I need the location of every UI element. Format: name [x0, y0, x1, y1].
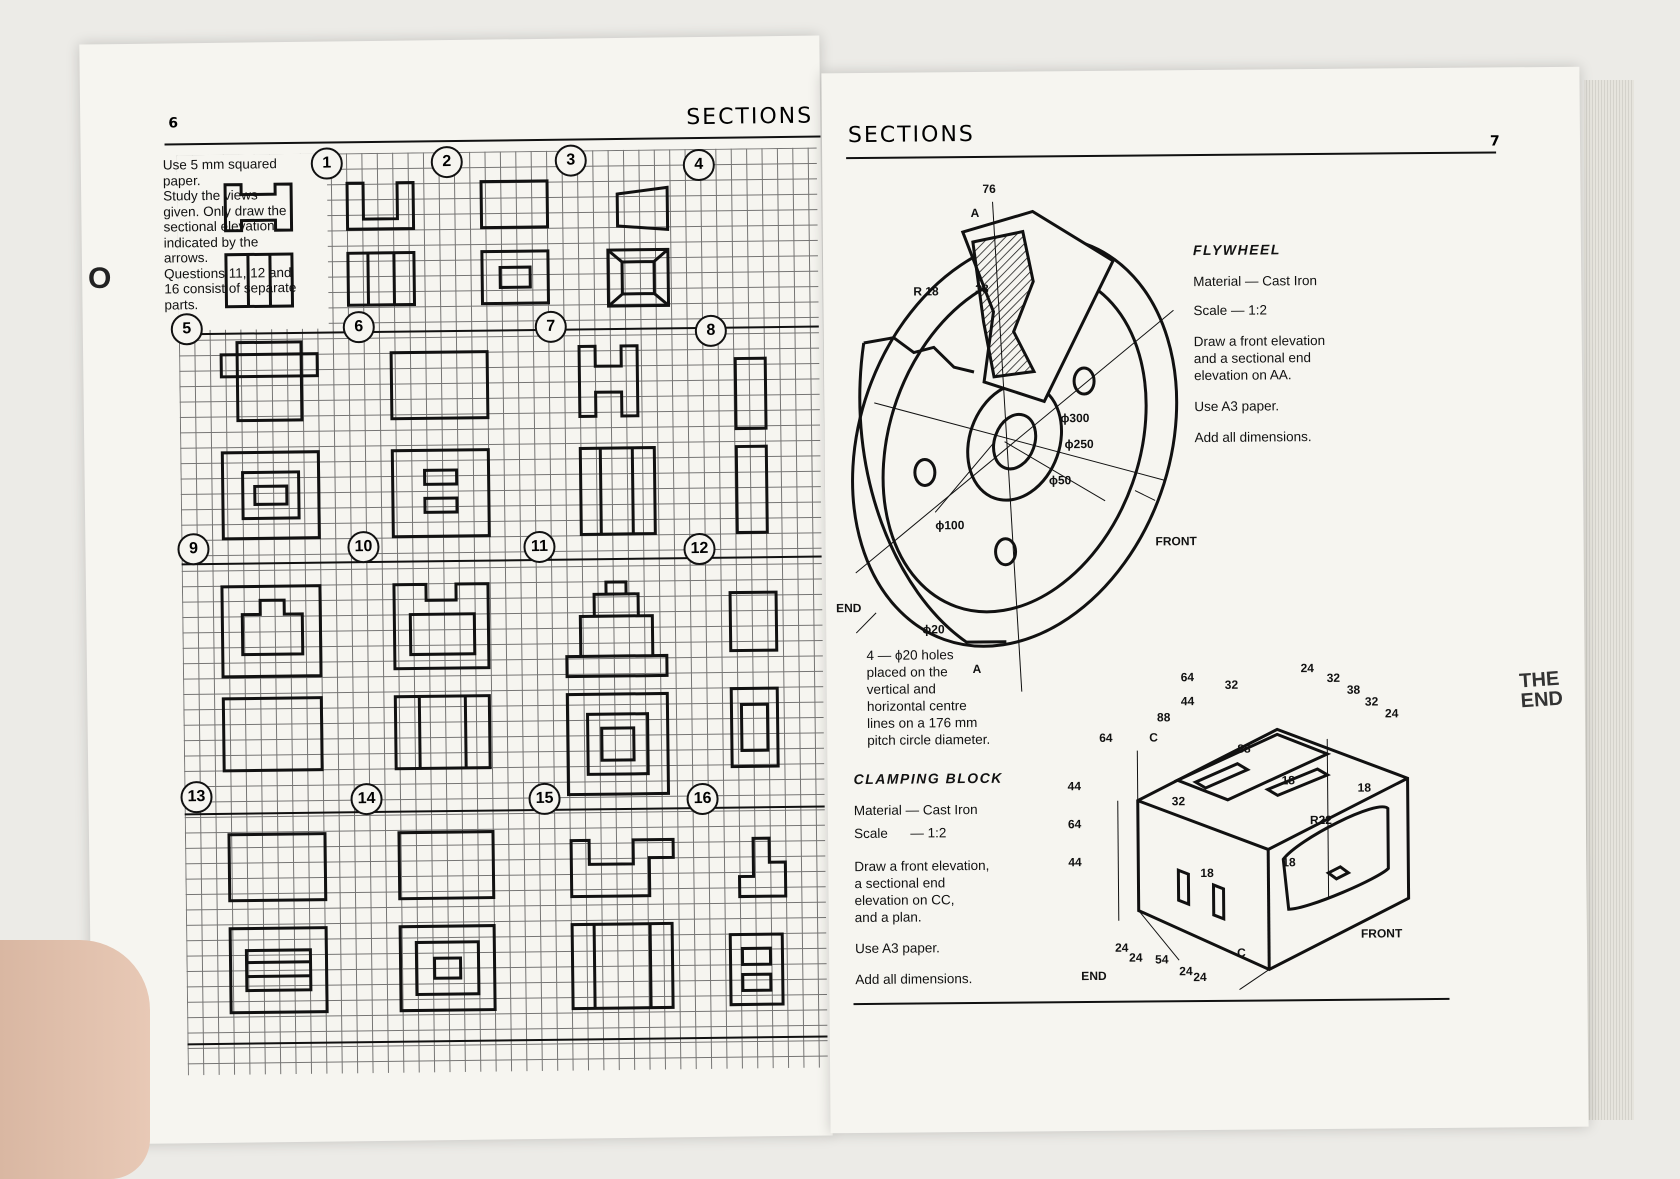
- dim-label: ϕ20: [922, 622, 945, 637]
- question-number: 2: [430, 145, 463, 179]
- dim-label: 18: [1357, 780, 1372, 795]
- margin-mark: O: [88, 262, 112, 295]
- section-label: C: [1237, 945, 1246, 960]
- question-number: 1: [310, 147, 343, 180]
- dim-label: 44: [1180, 694, 1195, 709]
- dim-label: 64: [1099, 730, 1113, 745]
- dim-label: 32: [1224, 677, 1239, 692]
- clamping-block-drawing: [1117, 727, 1411, 991]
- question-number: 10: [347, 530, 380, 564]
- dim-label: 18: [1282, 855, 1296, 870]
- holes-note-line: placed on the: [866, 664, 948, 680]
- dim-label: R 18: [913, 284, 939, 299]
- left-page: 6 SECTIONS Use 5 mm squared paper. Study…: [79, 35, 833, 1145]
- dim-label: 24: [1129, 950, 1143, 965]
- question-number: 16: [686, 782, 719, 816]
- view-label: END: [835, 600, 862, 616]
- question-number: 4: [682, 148, 716, 182]
- dim-label: 32: [1364, 694, 1379, 709]
- dim-label: 76: [982, 181, 996, 196]
- page-number: 6: [168, 115, 179, 132]
- dim-label: 54: [1155, 952, 1169, 967]
- question-number: 14: [350, 782, 383, 816]
- dim-label: 88: [1156, 710, 1171, 725]
- flywheel-task-line: and a sectional end: [1193, 350, 1312, 367]
- flywheel-material: Material — Cast Iron: [1193, 273, 1318, 290]
- dim-label: ϕ300: [1060, 411, 1090, 426]
- header-rule: [164, 135, 821, 146]
- clamping-block-paper: Use A3 paper.: [854, 940, 940, 957]
- flywheel-task-line: Draw a front elevation: [1193, 332, 1326, 350]
- page-number: 7: [1489, 133, 1500, 150]
- dim-label: 44: [1067, 779, 1082, 794]
- clamping-block-material: Material — Cast Iron: [853, 801, 978, 819]
- question-number: 5: [170, 313, 203, 346]
- clamping-block-task-line: and a plan.: [854, 909, 922, 926]
- holes-note-line: lines on a 176 mm: [866, 714, 978, 731]
- page-header: SECTIONS: [847, 121, 975, 149]
- holes-note-line: 4 — ϕ20 holes: [866, 647, 954, 663]
- question-number: 3: [554, 144, 587, 177]
- view-label: FRONT: [1155, 534, 1197, 549]
- clamping-block-text: CLAMPING BLOCK Material — Cast Iron Scal…: [853, 770, 1004, 988]
- dim-label: 24: [1193, 970, 1207, 985]
- clamping-block-scale: Scale — 1:2: [853, 825, 947, 842]
- the-end-mark: THE END: [1519, 668, 1564, 713]
- dim-label: ϕ250: [1064, 436, 1094, 452]
- dim-label: 24: [1384, 706, 1399, 721]
- dim-label: ϕ50: [1048, 473, 1072, 488]
- flywheel-task-line: elevation on AA.: [1193, 367, 1292, 384]
- section-label: C: [1149, 730, 1158, 745]
- holes-note: 4 — ϕ20 holes placed on the vertical and…: [866, 646, 990, 749]
- view-label: END: [1081, 968, 1107, 984]
- page-header: SECTIONS: [686, 103, 814, 131]
- dim-label: 32: [1171, 794, 1186, 809]
- the-end-line: END: [1519, 687, 1564, 713]
- dim-label: 18: [1281, 773, 1295, 788]
- holes-note-line: pitch circle diameter.: [867, 731, 991, 748]
- dim-label: 38: [975, 281, 989, 296]
- dim-label: 24: [1114, 940, 1129, 955]
- dim-label: 38: [1346, 682, 1361, 697]
- clamping-block-task-line: a sectional end: [854, 875, 946, 892]
- clamping-block-task-line: elevation on CC,: [854, 892, 955, 909]
- flywheel-text: FLYWHEEL Material — Cast Iron Scale — 1:…: [1193, 241, 1326, 446]
- dim-label: R22: [1309, 812, 1333, 828]
- clamping-block-dims-note: Add all dimensions.: [855, 971, 973, 988]
- flywheel-paper: Use A3 paper.: [1194, 398, 1280, 415]
- flywheel-dims-note: Add all dimensions.: [1194, 429, 1312, 446]
- dim-label: 32: [1326, 670, 1341, 685]
- dim-label: 64: [1067, 817, 1082, 832]
- right-page: SECTIONS 7: [821, 66, 1589, 1134]
- page-stack-edge: [1584, 80, 1634, 1120]
- dim-label: ϕ100: [935, 518, 965, 533]
- clamping-block-task-line: Draw a front elevation,: [854, 857, 990, 875]
- dim-label: 18: [1200, 865, 1214, 881]
- header-rule: [846, 151, 1497, 160]
- view-label: FRONT: [1360, 926, 1403, 941]
- dim-label: 24: [1300, 661, 1315, 676]
- flywheel-scale: Scale — 1:2: [1193, 302, 1268, 319]
- dim-label: 64: [1180, 670, 1195, 685]
- holes-note-line: horizontal centre: [866, 698, 967, 714]
- question-number: 13: [180, 780, 213, 814]
- section-label: A: [970, 205, 980, 221]
- section-exercise-drawings: [219, 179, 788, 1015]
- clamping-block-title: CLAMPING BLOCK: [853, 769, 1003, 788]
- flywheel-drawing: [851, 201, 1179, 692]
- thumb: [0, 940, 150, 1179]
- holes-note-line: vertical and: [866, 681, 936, 697]
- dim-label: 44: [1068, 855, 1082, 870]
- dim-label: 24: [1179, 964, 1193, 979]
- dim-label: 88: [1237, 741, 1251, 756]
- question-number: 9: [177, 533, 210, 566]
- flywheel-title: FLYWHEEL: [1192, 241, 1281, 259]
- question-number: 12: [683, 532, 716, 566]
- footer-rule: [853, 997, 1450, 1006]
